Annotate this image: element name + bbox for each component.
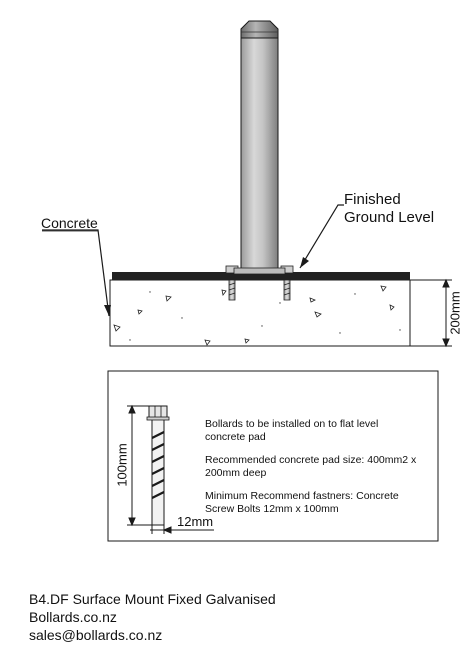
note-pad-size: Recommended concrete pad size: 400mm2 x …: [205, 454, 417, 479]
pad-depth-label: 200mm: [447, 291, 463, 335]
footer: B4.DF Surface Mount Fixed Galvanised Bol…: [29, 590, 276, 644]
concrete-specks: [129, 291, 401, 341]
note-fasteners: Minimum Recommend fastners: Concrete Scr…: [205, 490, 399, 515]
finished-ground-line1: Finished: [344, 191, 401, 208]
depth-dimension: [410, 278, 452, 348]
bollard-cap: [240, 20, 279, 39]
bolt-diameter-label: 12mm: [177, 514, 214, 529]
concrete-leader: [42, 229, 110, 317]
bollard-post: [233, 37, 286, 275]
email-text: sales@bollards.co.nz: [29, 627, 163, 643]
concrete-label: Concrete: [41, 215, 98, 231]
concrete-aggregate: [113, 285, 395, 346]
screw-bolt-icon: [146, 405, 170, 526]
note-flat-pad: Bollards to be installed on to flat leve…: [205, 418, 379, 443]
finished-ground-leader: [299, 204, 344, 269]
installation-notes: Bollards to be installed on to flat leve…: [205, 418, 420, 526]
concrete-pad: [109, 279, 411, 347]
anchor-bolt-left: [225, 265, 239, 301]
bolt-length-label: 100mm: [114, 443, 130, 487]
anchor-bolt-right: [280, 265, 294, 301]
website-text: Bollards.co.nz: [29, 609, 117, 625]
finished-ground-label: Finished Ground Level: [344, 191, 434, 227]
finished-ground-line2: Ground Level: [344, 209, 435, 226]
bolt-diameter-dimension: [150, 525, 214, 534]
bolt-length-dimension: [127, 404, 152, 527]
product-title: B4.DF Surface Mount Fixed Galvanised: [29, 591, 276, 607]
base-plate: [112, 272, 410, 280]
